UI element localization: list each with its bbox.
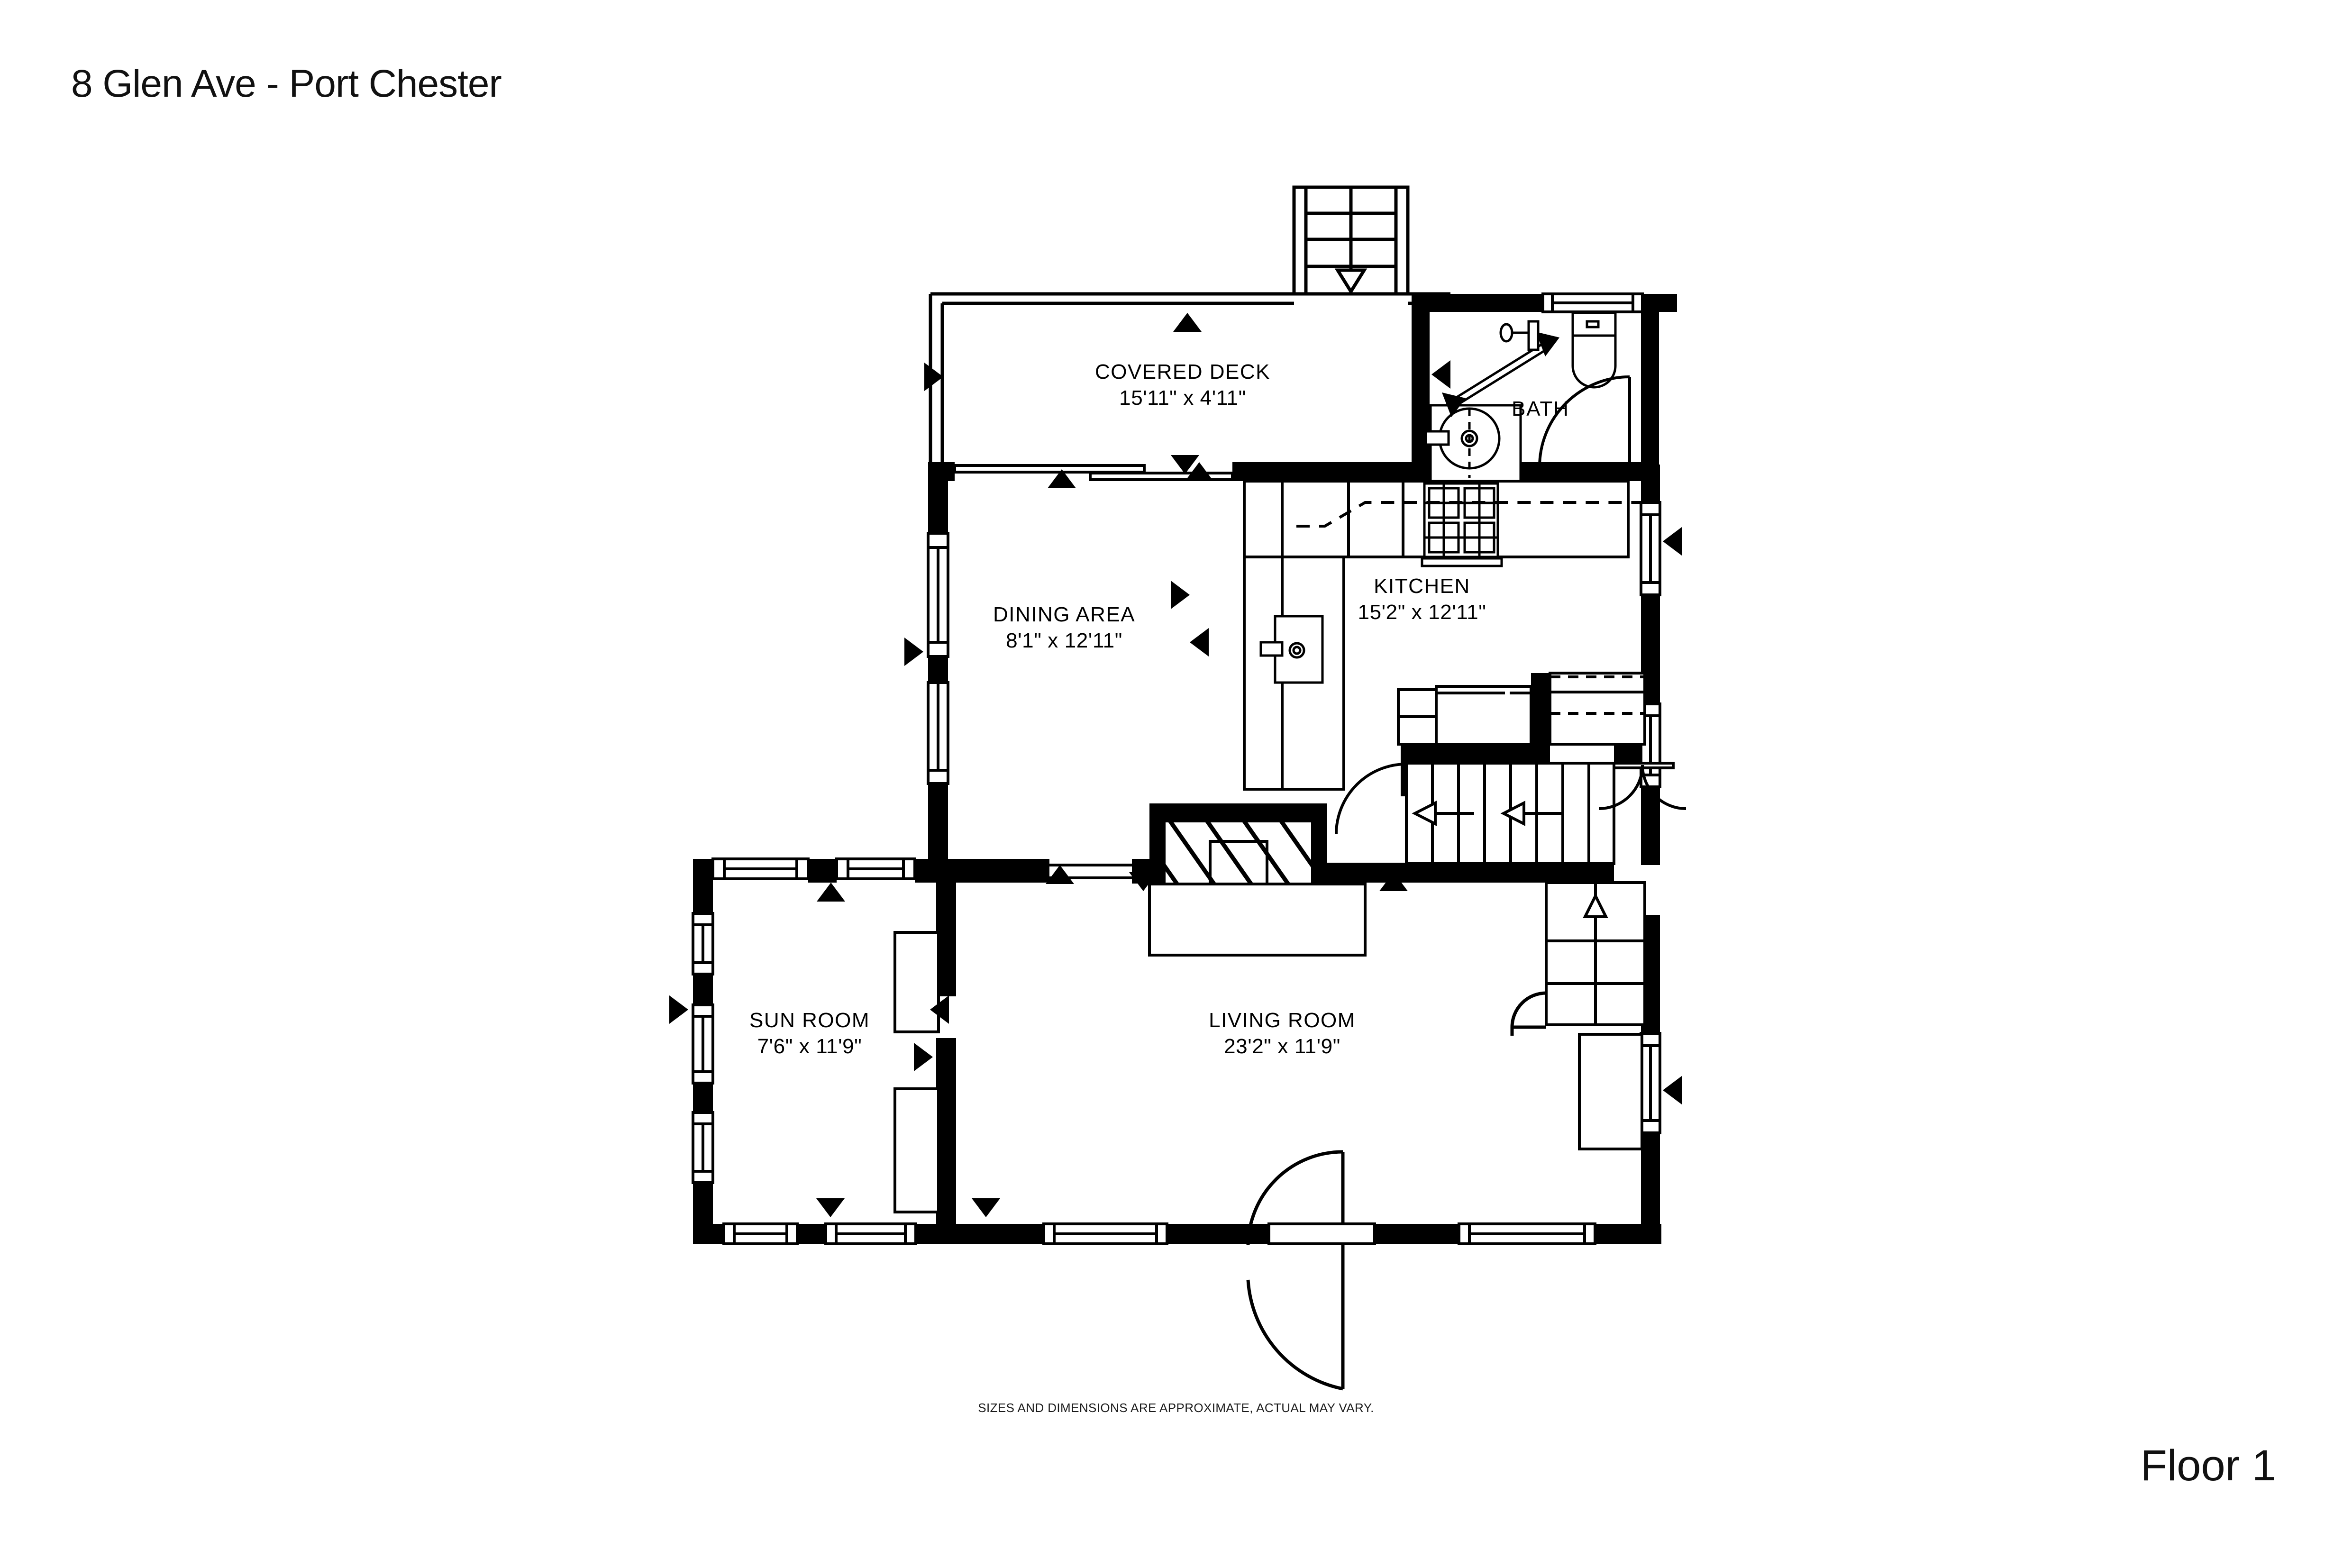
disclaimer-text: SIZES AND DIMENSIONS ARE APPROXIMATE, AC…: [978, 1401, 1374, 1415]
closet-doors-icon[interactable]: [1598, 762, 1687, 810]
room-dimensions: 23'2" x 11'9": [1224, 1034, 1340, 1058]
door-jamb-marker: [1536, 332, 1559, 356]
room-name: DINING AREA: [993, 603, 1136, 626]
bath-pocket-door-icon[interactable]: [1454, 342, 1548, 405]
room-dimensions: 15'2" x 12'11": [1358, 600, 1486, 624]
window-icon: [722, 1222, 799, 1245]
room-label-bath: BATH: [1512, 397, 1569, 421]
room-label-kitchen: KITCHEN 15'2" x 12'11": [1358, 574, 1486, 626]
window-icon: [692, 1003, 714, 1085]
window-icon: [1541, 292, 1644, 313]
room-name: BATH: [1511, 397, 1570, 420]
kitchen-sink-icon: [1259, 615, 1324, 684]
covered-deck-outline: [929, 292, 1450, 465]
room-name: COVERED DECK: [1094, 360, 1271, 383]
handrail-icon: [1510, 991, 1547, 1036]
door-jamb-marker: [1442, 392, 1466, 417]
towel-bar-icon: [1499, 320, 1540, 351]
window-icon: [927, 532, 949, 658]
window-icon: [1640, 1032, 1661, 1134]
room-label-covered-deck: COVERED DECK 15'11" x 4'11": [1095, 360, 1270, 411]
window-icon: [835, 857, 916, 880]
page-title: 8 Glen Ave - Port Chester: [71, 62, 502, 105]
window-icon: [1042, 1222, 1168, 1245]
room-name: LIVING ROOM: [1209, 1009, 1356, 1032]
room-label-living-room: LIVING ROOM 23'2" x 11'9": [1209, 1009, 1356, 1060]
dining-living-opening: [955, 864, 1133, 879]
stairs-direction-arrows: [1412, 801, 1562, 826]
front-door-icon[interactable]: [1246, 1150, 1376, 1391]
builtin-cabinet-icon: [1578, 1033, 1643, 1150]
shower-icon: [1424, 404, 1522, 483]
room-name: KITCHEN: [1374, 574, 1470, 598]
window-icon: [824, 1222, 917, 1245]
room-dimensions: 8'1" x 12'11": [1006, 629, 1122, 652]
window-icon: [711, 857, 810, 880]
window-icon: [692, 1111, 714, 1184]
room-label-sun-room: SUN ROOM 7'6" x 11'9": [749, 1009, 870, 1060]
room-label-dining-area: DINING AREA 8'1" x 12'11": [993, 603, 1135, 654]
window-icon: [1458, 1222, 1596, 1245]
room-dimensions: 15'11" x 4'11": [1119, 386, 1246, 410]
shelf-dashed-icon: [1549, 672, 1646, 746]
stove-icon: [1421, 482, 1503, 567]
landing-up-arrow-icon: [1583, 893, 1608, 967]
bath-door-icon[interactable]: [1538, 375, 1631, 467]
interior-walls: [1149, 673, 1645, 884]
room-name: SUN ROOM: [749, 1009, 870, 1032]
floor-label: Floor 1: [2140, 1441, 2276, 1490]
toilet-icon: [1571, 311, 1617, 389]
upper-cabinets-dashed: [1296, 501, 1640, 528]
window-icon: [692, 912, 714, 975]
windows: [692, 292, 1661, 1245]
window-icon: [1640, 501, 1661, 596]
stair-door-icon[interactable]: [1335, 763, 1408, 835]
window-icon: [927, 681, 949, 785]
view-arrow-markers: [669, 313, 1682, 1217]
deck-stairs-down-arrow-icon: [1334, 268, 1367, 295]
fireplace-icon: [1148, 822, 1367, 957]
sunroom-cabinet-icon: [893, 931, 940, 1033]
closet-icon: [1397, 685, 1532, 746]
room-dimensions: 7'6" x 11'9": [757, 1034, 862, 1058]
